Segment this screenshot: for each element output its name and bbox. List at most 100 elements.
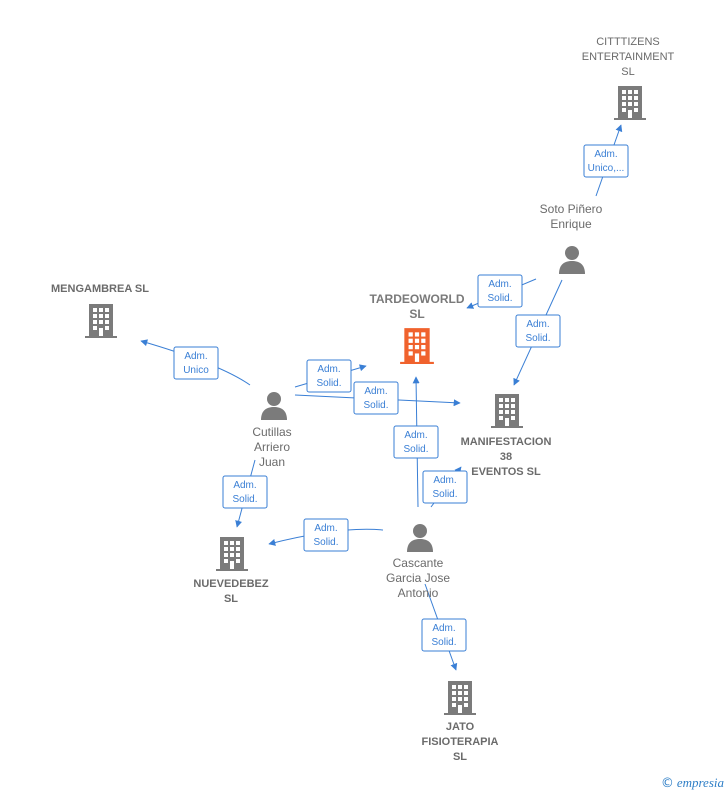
edge-label-box[interactable]: Adm. Solid. xyxy=(222,475,268,509)
edge-label-box[interactable]: Adm. Solid. xyxy=(353,381,399,415)
edge-label-text: Solid. xyxy=(431,637,456,648)
company-label: MANIFESTACION xyxy=(461,436,552,448)
edge-label-text: Solid. xyxy=(525,333,550,344)
edge-cutillas-manifestacion: Adm. Solid. xyxy=(294,381,461,415)
edge-cascante-nuevedebez: Adm. Solid. xyxy=(268,518,384,552)
person-label: Soto Piñero xyxy=(540,202,603,216)
edge-label-text: Solid. xyxy=(232,494,257,505)
edge-label-text: Adm. xyxy=(594,149,617,160)
edge-label-box[interactable]: Adm. Solid. xyxy=(306,359,352,393)
edge-label-text: Adm. xyxy=(233,480,256,491)
edge-label-text: Adm. xyxy=(184,351,207,362)
edge-label-text: Adm. xyxy=(317,364,340,375)
edge-label-text: Solid. xyxy=(363,400,388,411)
company-label: TARDEOWORLD xyxy=(369,292,464,306)
edge-label-text: Solid. xyxy=(316,378,341,389)
edge-label-text: Adm. xyxy=(433,475,456,486)
edge-label-box[interactable]: Adm. Solid. xyxy=(422,470,468,504)
edge-label-text: Solid. xyxy=(403,444,428,455)
building-icon xyxy=(400,328,434,364)
edge-label-text: Solid. xyxy=(487,293,512,304)
edge-label-text: Adm. xyxy=(404,430,427,441)
person-label: Antonio xyxy=(398,586,439,600)
edge-label-text: Adm. xyxy=(488,279,511,290)
building-icon xyxy=(85,304,117,338)
edge-label-box[interactable]: Adm. Unico,... xyxy=(583,144,629,178)
edge-label-text: Adm. xyxy=(526,319,549,330)
copyright-icon: © xyxy=(660,776,674,791)
company-label: SL xyxy=(621,66,634,78)
person-icon xyxy=(261,392,287,420)
edge-soto-manifestacion: Adm. Solid. xyxy=(513,279,563,386)
edge-soto-tardeoworld: Adm. Solid. xyxy=(466,274,537,309)
edge-soto-citttizens: Adm. Unico,... xyxy=(583,124,629,197)
building-icon xyxy=(491,394,523,428)
edge-label-text: Solid. xyxy=(313,537,338,548)
company-node-citttizens[interactable]: CITTTIZENS ENTERTAINMENT SL xyxy=(582,36,675,120)
company-node-nuevedebez[interactable]: NUEVEDEBEZ SL xyxy=(193,537,269,605)
building-icon xyxy=(444,681,476,715)
edge-label-text: Solid. xyxy=(432,489,457,500)
edge-label-box[interactable]: Adm. Solid. xyxy=(393,425,439,459)
company-label: SL xyxy=(409,307,424,321)
company-node-jato[interactable]: JATO FISIOTERAPIA SL xyxy=(421,681,499,763)
edge-cascante-tardeoworld: Adm. Solid. xyxy=(393,376,439,508)
person-label: Garcia Jose xyxy=(386,571,450,585)
edge-label-frame xyxy=(306,359,352,393)
company-label: FISIOTERAPIA xyxy=(421,736,498,748)
company-label: SL xyxy=(224,593,238,605)
person-icon xyxy=(407,524,433,552)
edge-cascante-jato: Adm. Solid. xyxy=(421,583,467,671)
building-icon xyxy=(216,537,248,571)
person-label: Enrique xyxy=(550,217,592,231)
edge-cascante-manifestacion: Adm. Solid. xyxy=(422,466,468,508)
footer-brand: ©empresia xyxy=(661,775,724,791)
company-label: EVENTOS SL xyxy=(471,466,541,478)
person-label: Juan xyxy=(259,455,285,469)
company-label: 38 xyxy=(500,451,512,463)
edges-layer: Adm. Unico,... Adm. Solid. Adm. Solid. Adm. Uni… xyxy=(140,124,629,671)
person-label: Cascante xyxy=(393,556,444,570)
edge-label-text: Adm. xyxy=(314,523,337,534)
edge-label-frame xyxy=(583,144,629,178)
edge-label-frame xyxy=(477,274,523,308)
edge-label-box[interactable]: Adm. Unico xyxy=(173,346,219,380)
company-label: MENGAMBREA SL xyxy=(51,283,149,295)
edge-cutillas-tardeoworld: Adm. Solid. xyxy=(294,359,367,393)
edge-label-box[interactable]: Adm. Solid. xyxy=(421,618,467,652)
company-node-mengambrea[interactable]: MENGAMBREA SL xyxy=(51,283,149,338)
company-label: ENTERTAINMENT xyxy=(582,51,675,63)
edge-label-box[interactable]: Adm. Solid. xyxy=(515,314,561,348)
company-label: SL xyxy=(453,751,467,763)
company-label: CITTTIZENS xyxy=(596,36,660,48)
edge-label-box[interactable]: Adm. Solid. xyxy=(477,274,523,308)
edge-label-frame xyxy=(515,314,561,348)
edge-label-frame xyxy=(222,475,268,509)
edge-label-box[interactable]: Adm. Solid. xyxy=(303,518,349,552)
brand-logo: empresia xyxy=(676,775,724,790)
company-label: JATO xyxy=(446,721,475,733)
edge-cutillas-mengambrea: Adm. Unico xyxy=(140,339,251,386)
edge-label-text: Unico,... xyxy=(588,163,625,174)
edge-label-text: Adm. xyxy=(432,623,455,634)
edge-label-frame xyxy=(303,518,349,552)
person-icon xyxy=(559,246,585,274)
nodes-layer: TARDEOWORLDSLCITTTIZENSENTERTAINMENTSLME… xyxy=(51,36,675,763)
company-label: NUEVEDEBEZ xyxy=(193,578,268,590)
edge-label-frame xyxy=(393,425,439,459)
edge-label-text: Unico xyxy=(183,365,209,376)
edge-label-frame xyxy=(353,381,399,415)
person-label: Cutillas xyxy=(252,425,291,439)
edge-cutillas-nuevedebez: Adm. Solid. xyxy=(222,459,268,528)
person-label: Arriero xyxy=(254,440,290,454)
edge-label-frame xyxy=(173,346,219,380)
edge-label-frame xyxy=(422,470,468,504)
edge-label-text: Adm. xyxy=(364,386,387,397)
building-icon xyxy=(614,86,646,120)
